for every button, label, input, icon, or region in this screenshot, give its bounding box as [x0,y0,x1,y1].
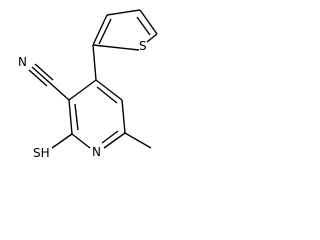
bond-nitrile-triple-1 [31,66,51,84]
bond-pyridine-c6-n [103,132,126,149]
bond-pyridine-c2-c3 [68,99,73,135]
pyridine-ring [68,79,126,149]
bond-nitrile-triple-2 [34,63,54,81]
nitrile-n-label: N [18,55,27,69]
bond-c6-methyl [124,132,152,149]
bond-pyridine-c4-c5-inner [96,86,118,104]
bond-pyridine-c4-c3 [68,79,97,101]
bond-pyridine-c6-n-inner [101,130,119,144]
bond-c2-thiol [51,133,73,149]
bond-nitrile-triple-3 [28,69,48,87]
bond-pyridine-c2-c3-inner [74,103,79,131]
bond-thiophene-pyridine [92,44,97,81]
thiophene-ring [92,9,158,51]
bond-c3-nitrile-c [49,82,70,101]
bond-pyridine-c5-c6 [121,99,126,134]
bond-thiophene-c2-c3 [92,14,108,46]
bond-thiophene-c4-c5 [139,9,158,35]
thiol-label: SH [33,146,50,160]
nitrile-group [28,63,70,101]
bond-pyridine-c4-c5 [95,79,123,101]
chemical-structure: S N N SH [18,9,158,160]
bond-thiophene-c3-c4 [106,9,141,16]
bond-thiophene-c2-c3-inner [98,18,112,45]
bond-thiophene-s-c2 [92,44,140,51]
ring-n-label: N [92,145,101,159]
sulfur-ring-label: S [139,39,147,53]
bond-thiophene-c5-s [146,33,158,43]
bond-thiophene-c4-c5-inner [136,16,151,36]
bond-pyridine-n-c2 [71,133,91,149]
